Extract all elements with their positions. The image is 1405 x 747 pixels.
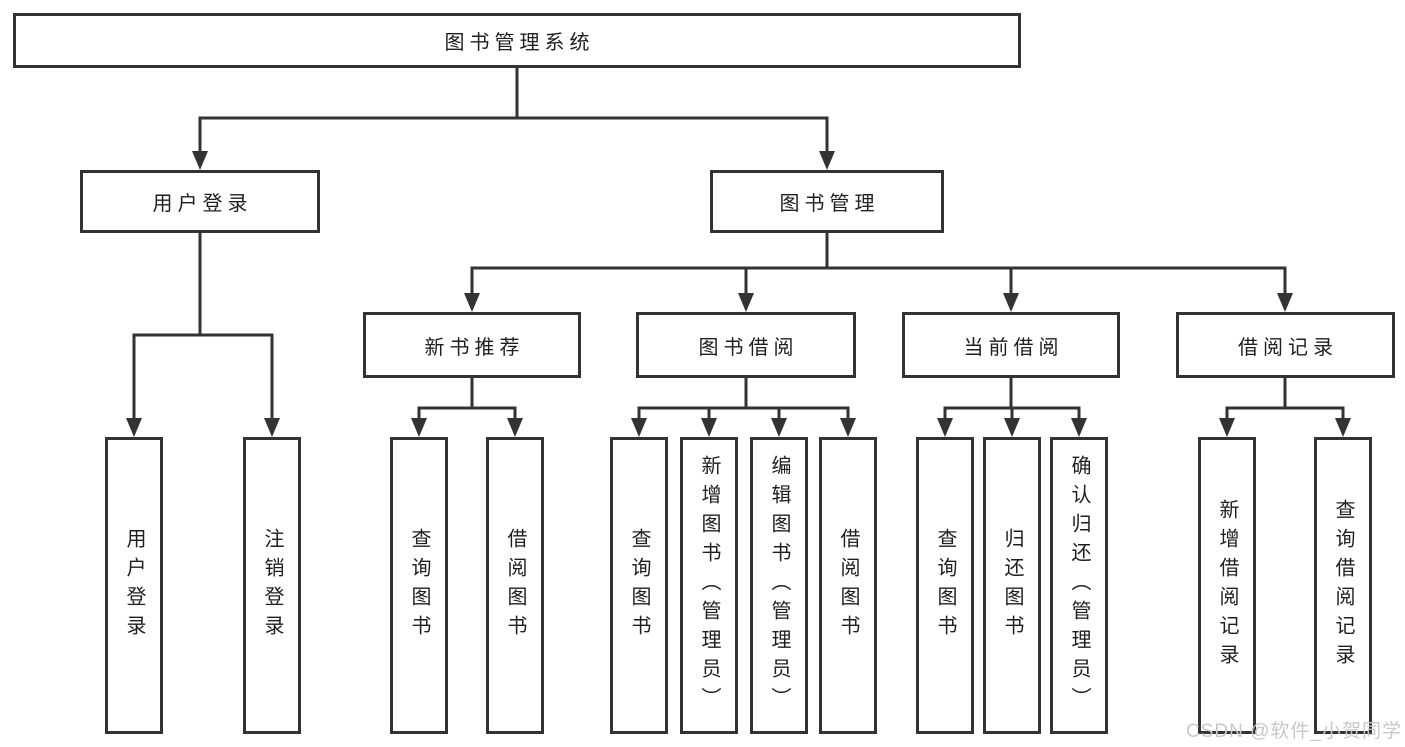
connectors-book-management <box>464 233 1293 312</box>
connectors-current-borrowing <box>937 378 1087 437</box>
leaf-bb-edit-books-admin: 编辑图书（管理员） <box>750 437 808 734</box>
connectors-new-book-recommend <box>411 378 523 437</box>
leaf-nb-borrow-books-label: 借阅图书 <box>504 527 526 644</box>
leaf-cb-return-books: 归还图书 <box>983 437 1041 734</box>
leaf-bb-query-books-label: 查询图书 <box>628 527 650 644</box>
leaf-cb-confirm-return-admin-label: 确认归还（管理员） <box>1068 455 1090 716</box>
leaf-bb-add-books-admin: 新增图书（管理员） <box>680 437 738 734</box>
leaf-bb-add-books-admin-label: 新增图书（管理员） <box>698 455 720 716</box>
node-borrow-records: 借阅记录 <box>1176 312 1395 378</box>
leaf-user-login: 用户登录 <box>105 437 163 734</box>
leaf-nb-query-books-label: 查询图书 <box>408 527 430 644</box>
node-current-borrowing: 当前借阅 <box>902 312 1120 378</box>
csdn-watermark: CSDN @软件_小贺同学 <box>1186 721 1402 742</box>
connectors-borrow-records <box>1219 378 1351 437</box>
node-book-borrowing: 图书借阅 <box>636 312 856 378</box>
leaf-cb-query-books: 查询图书 <box>916 437 974 734</box>
connectors-root <box>192 68 835 170</box>
leaf-br-add-record: 新增借阅记录 <box>1198 437 1256 734</box>
leaf-br-add-record-label: 新增借阅记录 <box>1216 498 1238 673</box>
node-new-book-recommend: 新书推荐 <box>363 312 581 378</box>
connectors-book-borrowing <box>631 378 856 437</box>
node-book-management: 图书管理 <box>710 170 944 233</box>
leaf-cb-return-books-label: 归还图书 <box>1001 527 1023 644</box>
connectors-user-login <box>126 233 280 437</box>
node-user-login: 用户登录 <box>80 170 320 233</box>
leaf-nb-borrow-books: 借阅图书 <box>486 437 544 734</box>
leaf-bb-borrow-books: 借阅图书 <box>819 437 877 734</box>
leaf-br-query-record-label: 查询借阅记录 <box>1332 498 1354 673</box>
leaf-cb-confirm-return-admin: 确认归还（管理员） <box>1050 437 1108 734</box>
leaf-bb-borrow-books-label: 借阅图书 <box>837 527 859 644</box>
leaf-user-login-label: 用户登录 <box>123 527 145 644</box>
leaf-bb-query-books: 查询图书 <box>610 437 668 734</box>
leaf-logout-label: 注销登录 <box>261 527 283 644</box>
leaf-bb-edit-books-admin-label: 编辑图书（管理员） <box>768 455 790 716</box>
leaf-logout: 注销登录 <box>243 437 301 734</box>
node-library-management-system: 图书管理系统 <box>13 13 1021 68</box>
leaf-br-query-record: 查询借阅记录 <box>1314 437 1372 734</box>
leaf-nb-query-books: 查询图书 <box>390 437 448 734</box>
leaf-cb-query-books-label: 查询图书 <box>934 527 956 644</box>
